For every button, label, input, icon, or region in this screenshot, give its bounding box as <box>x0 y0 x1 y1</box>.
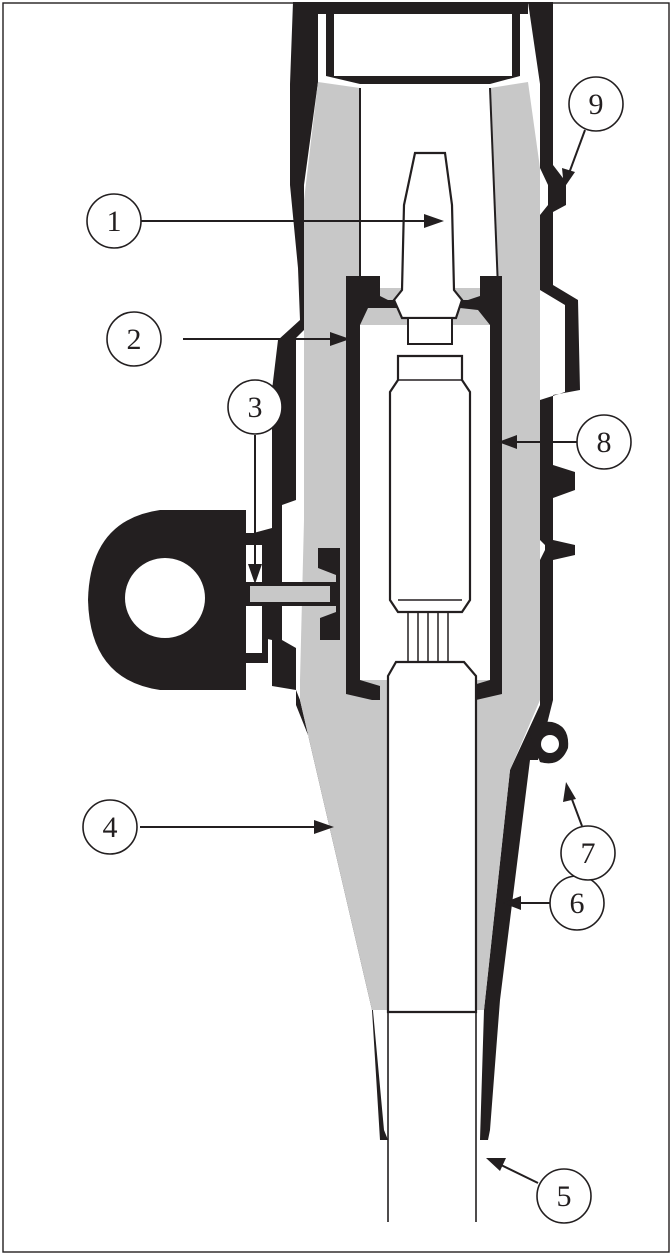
callout-number-5: 5 <box>557 1180 572 1213</box>
cable-insulation <box>386 660 478 1014</box>
cable-tail <box>387 1012 477 1222</box>
top-cap-inner <box>334 14 512 76</box>
arrowhead-2 <box>330 332 350 346</box>
callout-circle-3 <box>227 379 283 435</box>
arrowhead-6 <box>503 896 521 910</box>
callout-number-2: 2 <box>127 323 142 356</box>
callout-circle-7 <box>560 825 616 881</box>
connector-pin <box>386 151 478 1014</box>
grounding-eye-hole <box>541 735 559 753</box>
callout-number-4: 4 <box>103 811 118 844</box>
opening-line-right <box>489 87 499 289</box>
leader-5 <box>496 1162 539 1184</box>
pin-probe <box>392 151 464 320</box>
callout-circle-5 <box>536 1168 592 1224</box>
callout-circle-9 <box>568 76 624 132</box>
callout-number-1: 1 <box>107 205 122 238</box>
eye-lug <box>88 510 246 690</box>
callout-number-7: 7 <box>581 837 596 870</box>
connector-barrel <box>388 354 472 614</box>
callout-number-6: 6 <box>570 887 585 920</box>
callouts: 1 2 3 4 5 6 7 8 <box>82 76 632 1224</box>
grounding-eye <box>530 721 569 764</box>
callout-number-3: 3 <box>248 391 263 424</box>
arrowhead-1 <box>424 214 444 228</box>
conductor-strands <box>407 612 449 662</box>
housing-right-wall <box>480 2 580 1140</box>
housing-left-wall <box>246 2 388 1140</box>
eye-lug-hole <box>125 558 205 638</box>
callout-number-8: 8 <box>597 426 612 459</box>
callout-number-9: 9 <box>589 88 604 121</box>
callout-circle-1 <box>86 193 142 249</box>
callout-circle-4 <box>82 799 138 855</box>
arrowhead-9 <box>562 168 575 188</box>
arrowhead-3 <box>248 564 262 584</box>
pin-neck <box>407 317 453 345</box>
shield-body <box>346 276 502 700</box>
arrowhead-7 <box>563 782 576 802</box>
insert-t-inner <box>250 586 330 602</box>
callout-circle-8 <box>576 414 632 470</box>
leader-9 <box>567 129 586 177</box>
arrowhead-4 <box>314 820 334 834</box>
arrowhead-8 <box>498 435 517 449</box>
arrowhead-5 <box>486 1158 506 1171</box>
callout-circle-2 <box>106 311 162 367</box>
